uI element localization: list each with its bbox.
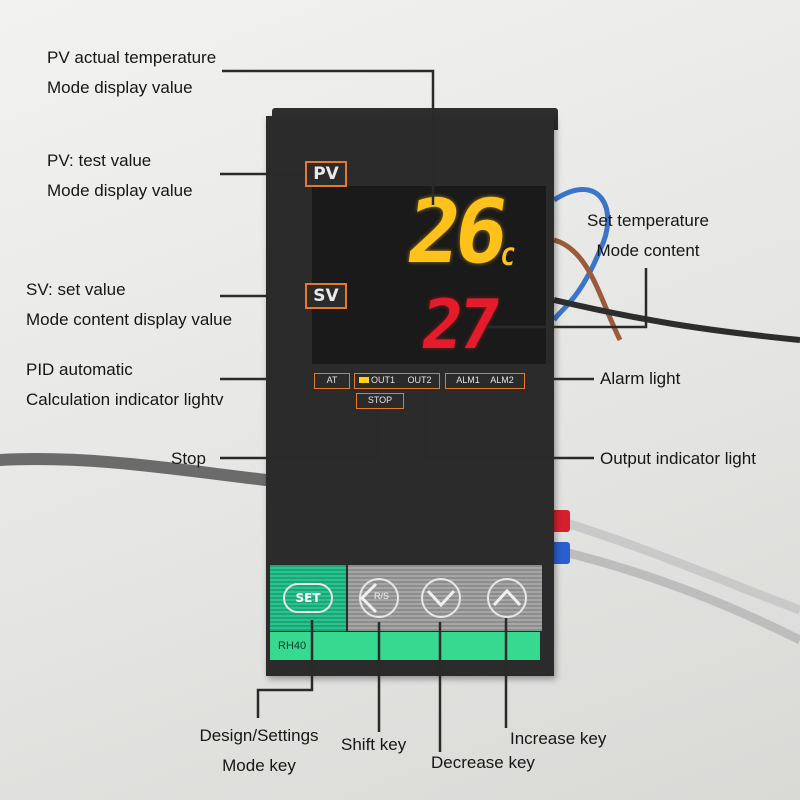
callout-sv-set: SV: set value Mode content display value [26, 275, 232, 335]
chevron-up-icon [492, 588, 522, 607]
callout-output: Output indicator light [600, 444, 756, 474]
callout-set-temp: Set temperature Mode content [578, 206, 718, 266]
callout-pv-test-line2: Mode display value [47, 181, 193, 200]
callout-sv-set-line1: SV: set value [26, 280, 126, 299]
sv-tag: SV [305, 283, 347, 309]
leader-design-key [256, 620, 314, 718]
callout-sv-set-line2: Mode content display value [26, 310, 233, 329]
out1-led [359, 377, 369, 383]
callout-pv-test-line1: PV: test value [47, 151, 152, 170]
callout-shift-key: Shift key [341, 730, 406, 760]
at-label: AT [326, 375, 338, 385]
callout-pv-actual-line1: PV actual temperature [47, 48, 217, 67]
leader-stop [220, 409, 380, 460]
shift-key[interactable]: R/S [348, 565, 410, 631]
out1-label: OUT1 [371, 375, 396, 385]
leader-pv-actual [222, 69, 435, 205]
decrease-key[interactable] [410, 565, 472, 631]
callout-alarm: Alarm light [600, 364, 680, 394]
callout-design-key-line1: Design/Settings [199, 726, 319, 745]
display-window [312, 186, 546, 364]
pv-tag: PV [305, 161, 347, 187]
callout-increase-key-text: Increase key [510, 729, 607, 748]
at-indicator: AT [314, 373, 350, 389]
set-key[interactable]: SET [270, 565, 346, 631]
blue-wire [551, 187, 611, 322]
callout-decrease-key: Decrease key [431, 748, 535, 778]
output-indicators: OUT1 OUT2 [354, 373, 440, 389]
stop-indicator: STOP [356, 393, 404, 409]
leader-set-temp [486, 268, 648, 329]
keypad: SET R/S [270, 565, 542, 647]
callout-output-text: Output indicator light [600, 449, 756, 468]
callout-decrease-key-text: Decrease key [431, 753, 535, 772]
increase-key-ring [487, 578, 527, 618]
alm1-label: ALM1 [456, 375, 480, 385]
callout-pv-test: PV: test value Mode display value [47, 146, 193, 206]
chevron-left-icon [359, 582, 378, 614]
set-key-icon: SET [283, 583, 333, 613]
callout-design-key: Design/Settings Mode key [188, 721, 330, 781]
callout-pv-actual: PV actual temperature Mode display value [47, 43, 216, 103]
sensor-wire-2 [554, 545, 800, 645]
callout-stop: Stop [171, 444, 206, 474]
callout-shift-key-text: Shift key [341, 735, 407, 754]
chevron-down-icon [426, 589, 456, 608]
callout-design-key-line2: Mode key [222, 756, 296, 775]
shift-key-label: R/S [374, 591, 390, 601]
stop-label: STOP [367, 395, 393, 405]
callout-alarm-text: Alarm light [600, 369, 681, 388]
callout-pid: PID automatic Calculation indicator ligh… [26, 355, 224, 415]
alm2-label: ALM2 [490, 375, 514, 385]
leader-output [424, 389, 594, 460]
callout-set-temp-line1: Set temperature [587, 211, 709, 230]
black-wire [553, 297, 800, 343]
callout-pv-actual-line2: Mode display value [47, 78, 193, 97]
alarm-indicators: ALM1 ALM2 [445, 373, 525, 389]
callout-increase-key: Increase key [510, 724, 606, 754]
callout-pid-line2: Calculation indicator lightv [26, 390, 224, 409]
callout-set-temp-line2: Mode content [596, 241, 700, 260]
sensor-wire [554, 515, 800, 615]
model-label-strip [270, 632, 540, 660]
out2-label: OUT2 [407, 375, 432, 385]
decrease-key-ring [421, 578, 461, 618]
callout-stop-text: Stop [171, 449, 206, 468]
callout-pid-line1: PID automatic [26, 360, 133, 379]
model-label: RH40 [278, 640, 307, 652]
gray-cable [0, 453, 272, 486]
